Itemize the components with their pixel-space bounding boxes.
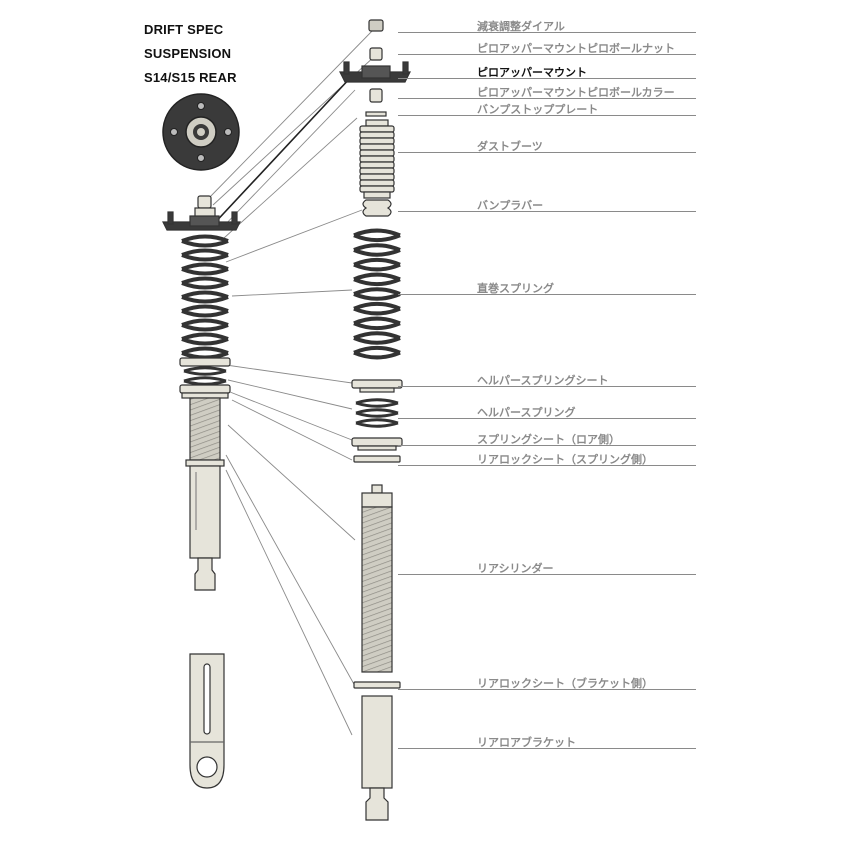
leader-rule-bump-rubber <box>398 211 696 212</box>
label-straight-spring: 直巻スプリング <box>477 282 554 295</box>
boot-fold <box>359 179 395 187</box>
boot-fold <box>359 173 395 181</box>
leader-rule-straight-spring <box>398 294 696 295</box>
spring-coil <box>353 301 401 316</box>
label-pillow-mount-ball-collar: ピロアッパーマウントピロボールカラー <box>477 86 675 99</box>
label-damper-adjust-dial: 減衰調整ダイアル <box>477 20 565 33</box>
title-line-3: S14/S15 REAR <box>144 70 237 85</box>
leader-rule-helper-spring-seat <box>398 386 696 387</box>
leader-rule-pillow-upper-mount <box>398 78 696 79</box>
leader-rule-damper-adjust-dial <box>398 32 696 33</box>
boot-fold <box>359 131 395 139</box>
spring-coil <box>355 418 399 428</box>
upper-mount-top-view <box>162 93 240 171</box>
boot-fold <box>359 185 395 193</box>
spring-coil <box>353 272 401 287</box>
boot-fold <box>359 155 395 163</box>
title-line-1: DRIFT SPEC <box>144 22 224 37</box>
leader-lines <box>206 27 377 736</box>
spring-coil <box>183 366 227 376</box>
spring-coil <box>181 248 229 262</box>
spring-coil <box>353 243 401 257</box>
spring-coil <box>353 331 401 345</box>
lower-bracket-side-view <box>189 653 225 789</box>
leader-rule-rear-lower-bracket <box>398 748 696 749</box>
boot-fold <box>359 125 395 133</box>
spring-coil <box>181 262 229 276</box>
spring-coil <box>183 376 227 386</box>
label-pillow-upper-mount: ピロアッパーマウント <box>477 66 587 79</box>
spring-coil <box>181 290 229 304</box>
spring-coil <box>353 287 401 301</box>
label-dust-boot: ダストブーツ <box>477 140 543 153</box>
leader-rule-spring-seat-lower <box>398 445 696 446</box>
mount-leader-line <box>209 75 353 229</box>
spring-coil <box>353 228 401 243</box>
leader-rule-dust-boot <box>398 152 696 153</box>
exploded-parts <box>339 19 411 821</box>
label-rear-lock-seat-bracket: リアロックシート（ブラケット側） <box>477 677 653 690</box>
spring-coil <box>181 332 229 346</box>
label-helper-spring-seat: ヘルパースプリングシート <box>477 374 609 387</box>
leader-rule-pillow-mount-ball-nut <box>398 54 696 55</box>
spring-coil <box>181 276 229 290</box>
assembled-shock <box>162 195 241 591</box>
boot-fold <box>359 149 395 157</box>
label-rear-cylinder: リアシリンダー <box>477 562 554 575</box>
leader-rule-rear-cylinder <box>398 574 696 575</box>
spring-coil <box>355 408 399 418</box>
spring-coil <box>353 257 401 272</box>
title-line-2: SUSPENSION <box>144 46 232 61</box>
boot-fold <box>359 143 395 151</box>
label-bump-stop-plate: バンプストッププレート <box>477 103 599 116</box>
spring-coil <box>355 398 399 408</box>
leader-rule-rear-lock-seat-spring <box>398 465 696 466</box>
spring-coil <box>181 318 229 332</box>
spring-coil <box>181 304 229 318</box>
boot-fold <box>359 137 395 145</box>
spring-coil <box>181 234 229 248</box>
spring-coil <box>353 345 401 360</box>
boot-foot <box>363 191 391 199</box>
label-rear-lock-seat-spring: リアロックシート（スプリング側） <box>477 453 653 466</box>
boot-cap <box>365 119 389 127</box>
leader-rule-rear-lock-seat-bracket <box>398 689 696 690</box>
label-pillow-mount-ball-nut: ピロアッパーマウントピロボールナット <box>477 42 675 55</box>
leader-rule-bump-stop-plate <box>398 115 696 116</box>
spring-coil <box>181 346 229 360</box>
label-helper-spring: ヘルパースプリング <box>477 406 576 419</box>
boot-fold <box>359 161 395 169</box>
label-rear-lower-bracket: リアロアブラケット <box>477 736 576 749</box>
leader-rule-pillow-mount-ball-collar <box>398 98 696 99</box>
leader-rule-helper-spring <box>398 418 696 419</box>
boot-fold <box>359 167 395 175</box>
label-spring-seat-lower: スプリングシート（ロア側） <box>477 433 620 446</box>
spring-coil <box>353 316 401 331</box>
label-bump-rubber: バンプラバー <box>477 199 544 212</box>
